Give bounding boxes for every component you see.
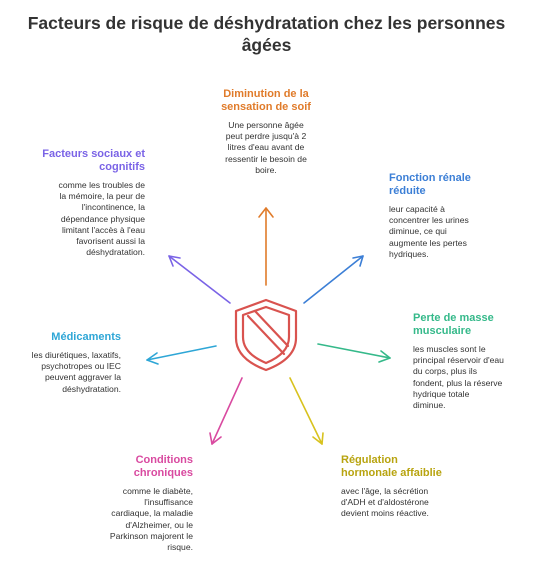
factor-sociaux-description: comme les troubles de la mémoire, la peu…	[58, 180, 145, 258]
factor-renale-heading: Fonction rénale réduite	[389, 172, 471, 197]
factor-medicaments-heading: Médicaments	[51, 331, 121, 343]
shield-slash-icon	[234, 298, 298, 372]
factor-musculaire-heading: Perte de masse musculaire	[413, 312, 494, 337]
factor-hormonale-description: avec l'âge, la sécrétion d'ADH et d'aldo…	[341, 486, 429, 519]
factor-sociaux-heading: Facteurs sociaux et cognitifs	[42, 148, 145, 173]
arrow-chroniques	[209, 377, 243, 445]
factor-musculaire: Perte de masse musculaire les muscles so…	[413, 312, 529, 411]
factor-medicaments-description: les diurétiques, laxatifs, psychotropes …	[31, 350, 121, 394]
factor-hormonale: Régulation hormonale affaiblie avec l'âg…	[341, 454, 471, 520]
factor-medicaments: Médicaments les diurétiques, laxatifs, p…	[6, 331, 121, 395]
factor-renale-description: leur capacité à concentrer les urines di…	[389, 204, 469, 259]
factor-sociaux: Facteurs sociaux et cognitifs comme les …	[24, 148, 145, 258]
arrow-musculaire	[317, 343, 391, 363]
factor-chroniques-heading: Conditions chroniques	[133, 454, 193, 479]
factor-soif: Diminution de la sensation de soif Une p…	[200, 88, 332, 176]
factor-soif-heading: Diminution de la sensation de soif	[221, 88, 311, 113]
factor-hormonale-heading: Régulation hormonale affaiblie	[341, 454, 442, 479]
arrow-sociaux	[168, 255, 231, 304]
page-title: Facteurs de risque de déshydratation che…	[27, 13, 506, 55]
factor-musculaire-description: les muscles sont le principal réservoir …	[413, 344, 504, 411]
factor-soif-description: Une personne âgée peut perdre jusqu'à 2 …	[225, 120, 307, 175]
factor-renale: Fonction rénale réduite leur capacité à …	[389, 172, 519, 260]
arrow-medicaments	[146, 345, 217, 365]
factor-chroniques-description: comme le diabète, l'insuffisance cardiaq…	[109, 486, 193, 553]
arrow-renale	[303, 255, 364, 304]
arrow-hormonale	[289, 377, 324, 445]
factor-chroniques: Conditions chroniques comme le diabète, …	[88, 454, 193, 553]
arrow-soif	[258, 207, 274, 286]
